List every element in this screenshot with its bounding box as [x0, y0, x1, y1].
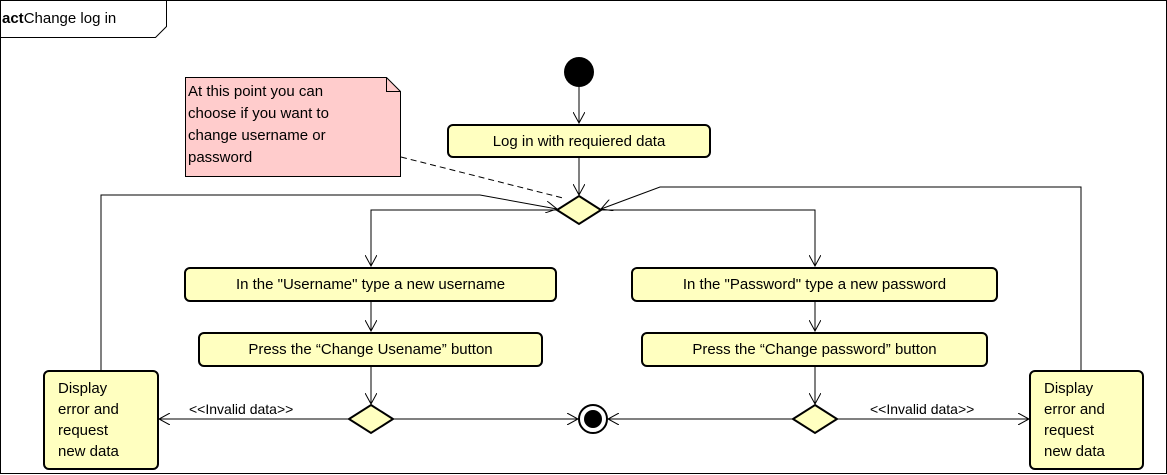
guard-invalid-data-right: <<Invalid data>>	[870, 401, 975, 417]
flow-right-error-to-decision	[601, 186, 1082, 370]
initial-node	[564, 57, 594, 87]
guard-invalid-data-left: <<Invalid data>>	[189, 401, 294, 417]
choice-decision-node	[555, 194, 603, 226]
flow-decision-to-password	[601, 209, 815, 266]
note-fold	[386, 77, 401, 92]
activity-final-node-core	[584, 410, 602, 428]
action-display-error-right: Display error and request new data	[1029, 370, 1144, 470]
action-press-change-username: Press the “Change Usename” button	[198, 332, 543, 367]
action-type-username: In the "Username" type a new username	[184, 267, 557, 302]
flow-decision-to-username	[371, 209, 557, 266]
flow-left-error-to-decision	[100, 194, 557, 370]
note-text: At this point you can choose if you want…	[188, 83, 329, 166]
action-display-error-left: Display error and request new data	[43, 370, 159, 470]
password-validation-decision	[791, 403, 839, 435]
note-shape	[185, 77, 401, 177]
frame-label: actChange log in	[2, 8, 116, 30]
frame-keyword: act	[2, 10, 24, 27]
username-validation-decision	[347, 403, 395, 435]
frame-name-tab	[0, 0, 167, 38]
note-anchor-line	[400, 156, 564, 199]
action-press-change-password: Press the “Change password” button	[641, 332, 988, 367]
action-login: Log in with requiered data	[447, 124, 711, 158]
frame-title: Change log in	[23, 10, 117, 27]
action-type-password: In the "Password" type a new password	[631, 267, 998, 302]
